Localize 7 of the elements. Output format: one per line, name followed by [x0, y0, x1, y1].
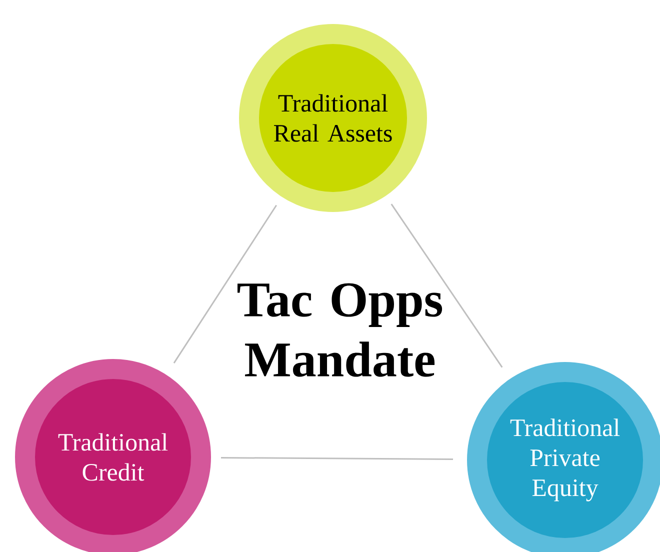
connector-line: [221, 456, 454, 460]
title: Tac Opps Mandate: [238, 283, 442, 377]
circle-node: Traditional Real Assets: [239, 24, 427, 212]
connector-line: [173, 204, 278, 364]
circle-node: Traditional Private Equity: [467, 362, 660, 552]
connector-line: [390, 204, 503, 368]
circle-node: Traditional Credit: [15, 359, 211, 552]
